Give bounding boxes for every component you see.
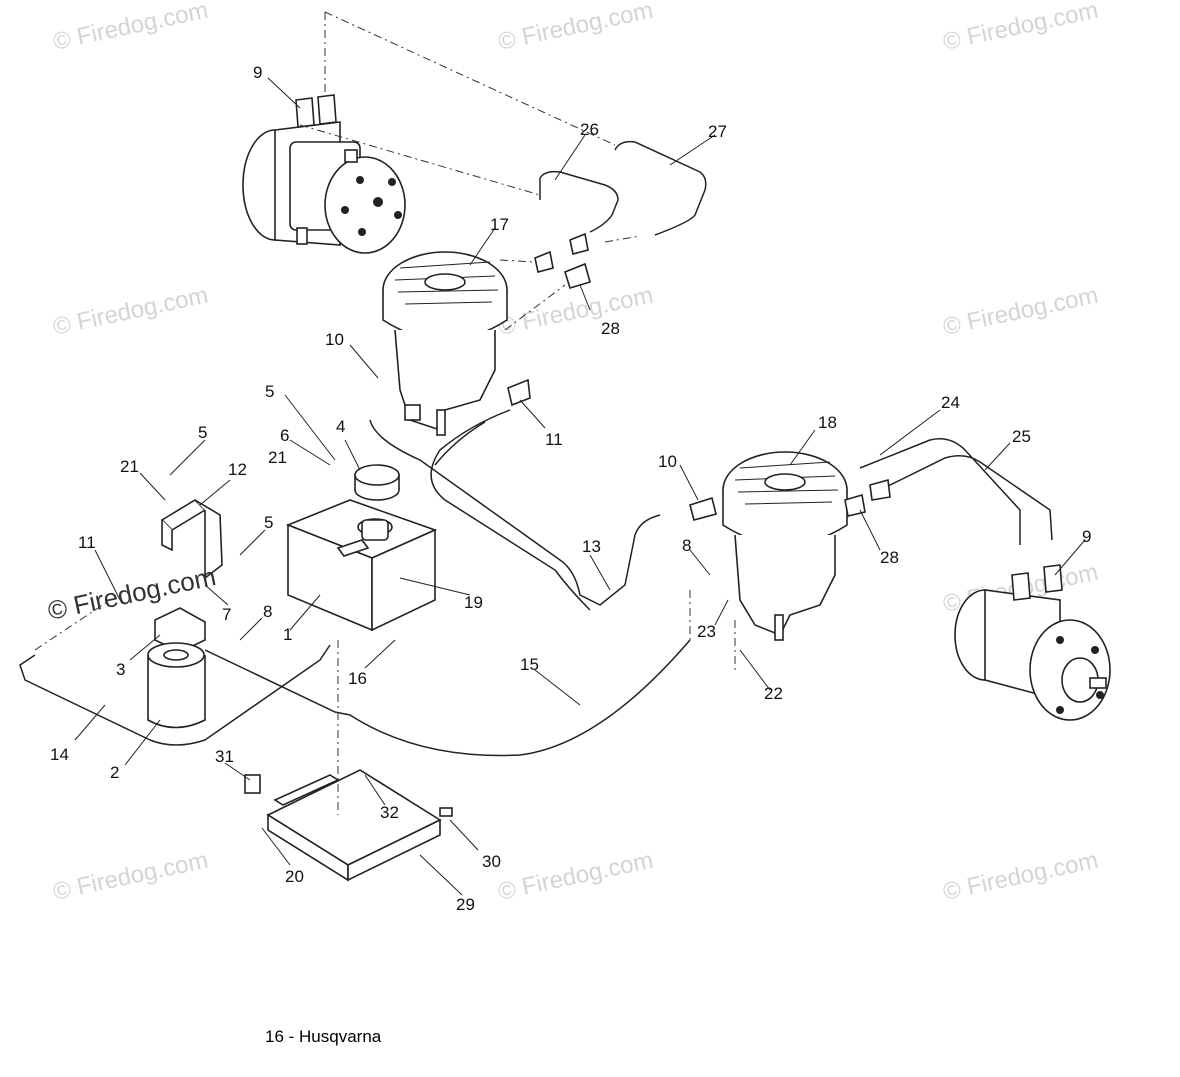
- oil-filter: [147, 607, 206, 729]
- callout-18: 18: [818, 413, 837, 432]
- callout-29: 29: [456, 895, 475, 914]
- leader-lines: [74, 77, 1086, 896]
- callout-16: 16: [348, 669, 367, 688]
- callout-11: 11: [78, 533, 96, 552]
- callout-31: 31: [215, 747, 234, 766]
- callout-17: 17: [490, 215, 509, 234]
- oil-cooler: [244, 769, 453, 882]
- watermark: © Firedog.com: [496, 282, 656, 341]
- callout-8: 8: [682, 536, 691, 555]
- callout-4: 4: [336, 417, 345, 436]
- callout-15: 15: [520, 655, 539, 674]
- watermark: © Firedog.com: [51, 0, 211, 56]
- callout-5: 5: [265, 382, 274, 401]
- watermark: © Firedog.com: [51, 282, 211, 341]
- mounting-bracket: [160, 498, 223, 580]
- callout-6: 6: [280, 426, 289, 445]
- callout-22: 22: [764, 684, 783, 703]
- watermark: © Firedog.com: [941, 0, 1101, 56]
- callout-28: 28: [601, 319, 620, 338]
- callout-28: 28: [880, 548, 899, 567]
- callout-3: 3: [116, 660, 125, 679]
- callout-2: 2: [110, 763, 119, 782]
- callout-20: 20: [285, 867, 304, 886]
- callout-10: 10: [658, 452, 677, 471]
- callout-9: 9: [1082, 527, 1091, 546]
- assembly-lines: [34, 11, 736, 815]
- wheel-motor-right: [954, 564, 1111, 721]
- callout-24: 24: [941, 393, 960, 412]
- filler-cap: [354, 464, 400, 501]
- hydraulic-pump-17: [382, 251, 531, 436]
- watermark: © Firedog.com: [51, 847, 211, 906]
- callout-8: 8: [263, 602, 272, 621]
- callout-7: 7: [222, 605, 231, 624]
- hydraulic-lines: [19, 140, 1053, 757]
- callout-32: 32: [380, 803, 399, 822]
- callout-26: 26: [580, 120, 599, 139]
- callout-21: 21: [120, 457, 139, 476]
- hydraulic-pump-18: [689, 451, 848, 641]
- callout-11: 11: [545, 430, 563, 449]
- wheel-motor-left: [242, 94, 406, 254]
- callout-21: 21: [268, 448, 287, 467]
- watermark: © Firedog.com: [941, 282, 1101, 341]
- callout-layer: 9 26 27 17 28 10 11 5 6 4 21 12 5 21 5 1…: [50, 63, 1091, 914]
- callout-1: 1: [283, 625, 292, 644]
- callout-19: 19: [464, 593, 483, 612]
- callout-10: 10: [325, 330, 344, 349]
- watermark: © Firedog.com: [496, 847, 656, 906]
- footer-label: 16 - Husqvarna: [265, 1027, 382, 1046]
- reservoir-tank: [285, 499, 438, 632]
- watermark: © Firedog.com: [941, 847, 1101, 906]
- callout-14: 14: [50, 745, 69, 764]
- callout-13: 13: [582, 537, 601, 556]
- callout-5: 5: [198, 423, 207, 442]
- callout-12: 12: [228, 460, 247, 479]
- watermark: © Firedog.com: [496, 0, 656, 56]
- callout-9: 9: [253, 63, 262, 82]
- callout-27: 27: [708, 122, 727, 141]
- callout-5: 5: [264, 513, 273, 532]
- callout-23: 23: [697, 622, 716, 641]
- callout-30: 30: [482, 852, 501, 871]
- watermark-layer: © Firedog.com © Firedog.com © Firedog.co…: [51, 0, 1101, 906]
- callout-25: 25: [1012, 427, 1031, 446]
